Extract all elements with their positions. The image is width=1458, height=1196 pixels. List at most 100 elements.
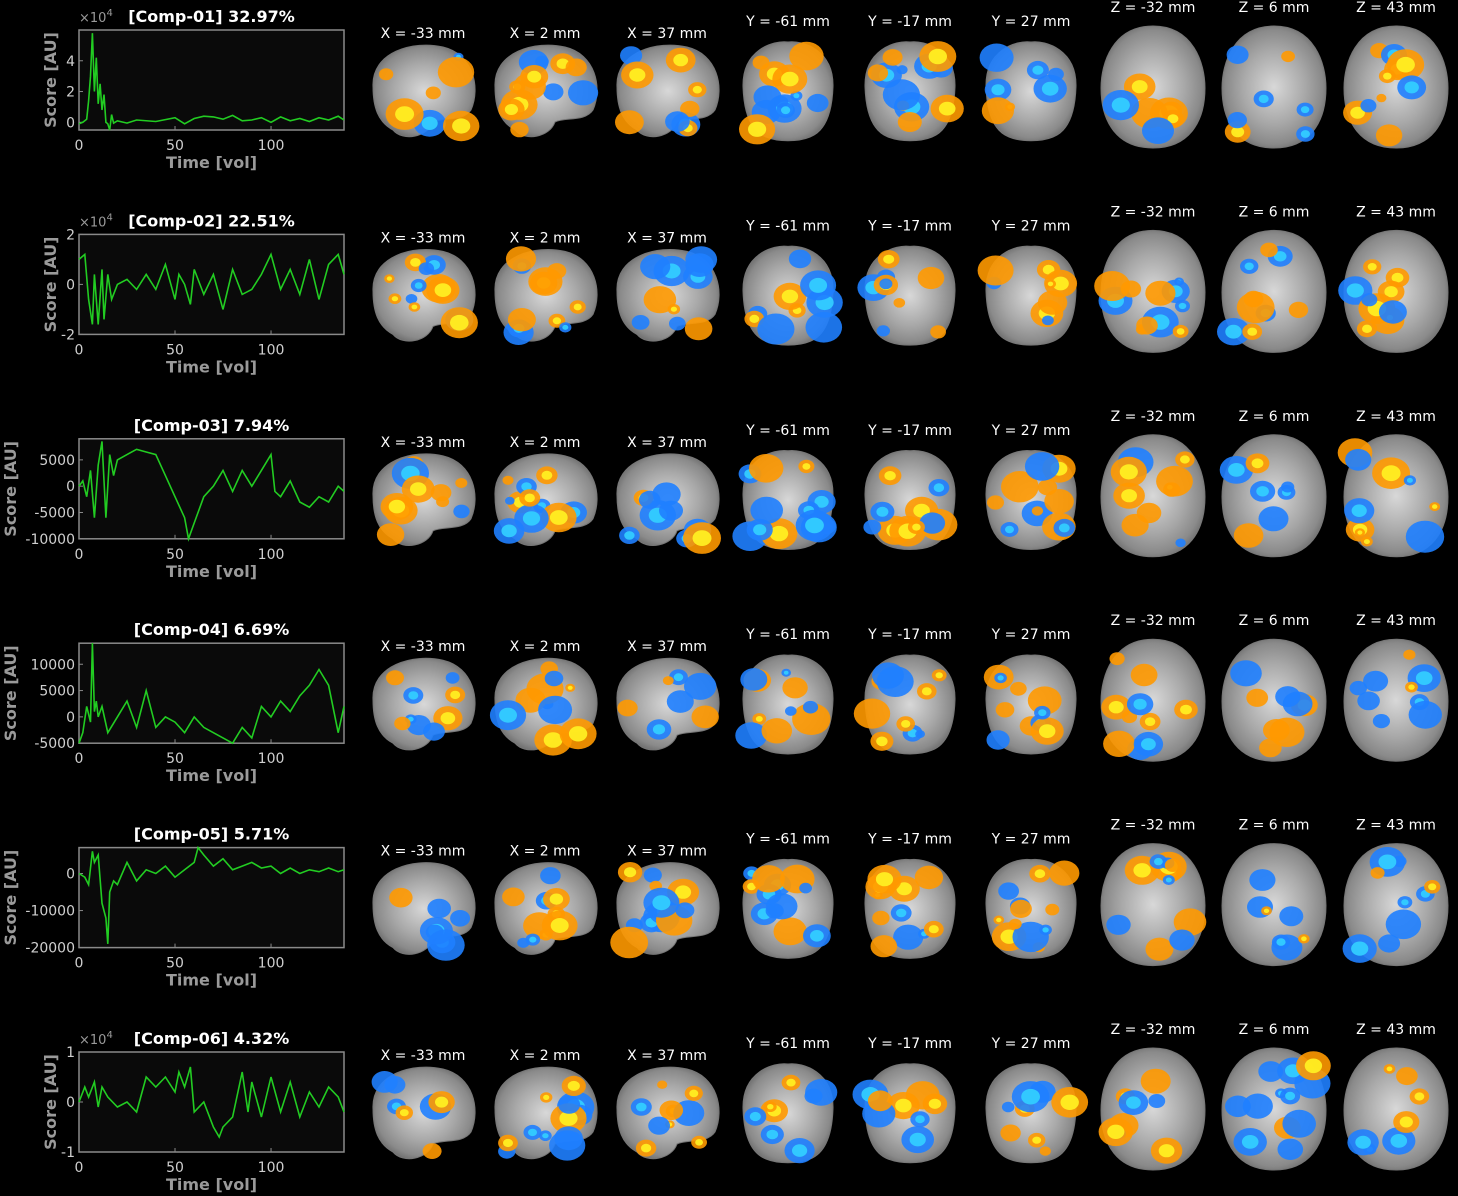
slice-coordinate-label: Y = -61 mm — [745, 14, 830, 30]
slice-coordinate-label: X = 37 mm — [627, 844, 707, 860]
brain-slice-axial: Z = 6 mm — [1221, 818, 1327, 967]
slice-coordinate-label: Z = 43 mm — [1356, 818, 1436, 834]
brain-slice-axial: Z = 43 mm — [1343, 1022, 1449, 1171]
brain-slice-sagittal: X = 2 mm — [494, 1048, 598, 1161]
y-tick-label: 5000 — [39, 684, 75, 700]
slice-coordinate-label: X = 2 mm — [510, 26, 581, 42]
x-tick-label: 100 — [258, 138, 285, 154]
brain-slice-sagittal: X = 2 mm — [489, 639, 598, 756]
x-tick-label: 50 — [166, 547, 184, 563]
brain-slice-axial: Z = 6 mm — [1221, 613, 1327, 762]
series-line — [78, 1066, 345, 1139]
y-tick-label: 4 — [66, 54, 75, 70]
x-tick-label: 100 — [258, 751, 285, 767]
brain-slice-coronal: Y = -17 mm — [857, 218, 956, 346]
series-line — [78, 845, 345, 944]
x-tick-label: 0 — [75, 956, 84, 972]
brain-slice-axial: Z = 6 mm — [1217, 204, 1327, 353]
chart-title: [Comp-02] 22.51% — [128, 211, 295, 230]
y-tick-label: 10000 — [30, 657, 75, 673]
y-axis-label: Score [AU] — [41, 32, 60, 128]
axis-exponent: ×104 — [79, 8, 113, 26]
brain-slice-sagittal: X = 37 mm — [616, 1048, 720, 1160]
brain-slice-axial: Z = 43 mm — [1343, 0, 1449, 149]
brain-slice-sagittal: X = 37 mm — [616, 435, 721, 554]
brain-slice-sagittal: X = 2 mm — [494, 26, 599, 138]
brain-slice-coronal: Y = -17 mm — [864, 832, 956, 959]
slice-coordinate-label: X = -33 mm — [381, 435, 466, 451]
brain-slice-sagittal: X = 2 mm — [494, 230, 598, 345]
x-tick-label: 100 — [258, 956, 285, 972]
brain-slice-coronal: Y = -17 mm — [853, 627, 956, 755]
slice-coordinate-label: X = 2 mm — [510, 435, 581, 451]
brain-slice-coronal: Y = 27 mm — [979, 14, 1077, 142]
slice-coordinate-label: Y = 27 mm — [991, 14, 1071, 30]
y-tick-label: -5000 — [34, 505, 75, 521]
series-line — [78, 441, 345, 542]
x-tick-label: 100 — [258, 1160, 285, 1176]
brain-slice-axial: Z = 6 mm — [1221, 1022, 1331, 1171]
y-tick-label: -10000 — [25, 532, 75, 548]
y-tick-label: -5000 — [34, 736, 75, 752]
slice-coordinate-label: Y = -17 mm — [867, 832, 952, 848]
chart-title: [Comp-05] 5.71% — [134, 825, 289, 844]
brain-slice-coronal: Y = -61 mm — [739, 14, 834, 145]
slice-coordinate-label: Z = 43 mm — [1356, 409, 1436, 425]
x-tick-label: 50 — [166, 956, 184, 972]
slice-coordinate-label: Y = 27 mm — [991, 832, 1071, 848]
slice-coordinate-label: Y = -61 mm — [745, 832, 830, 848]
slice-coordinate-label: X = -33 mm — [381, 26, 466, 42]
chart-title: [Comp-06] 4.32% — [134, 1029, 289, 1048]
brain-slice-sagittal: X = -33 mm — [372, 26, 480, 142]
axis-exponent: ×104 — [79, 212, 113, 230]
brain-slice-sagittal: X = -33 mm — [372, 639, 476, 751]
brain-slice-axial: Z = 6 mm — [1221, 0, 1327, 149]
slice-coordinate-label: Z = 6 mm — [1239, 1022, 1310, 1038]
brain-slice-axial: Z = -32 mm — [1100, 818, 1207, 967]
y-tick-label: 0 — [66, 277, 75, 293]
x-tick-label: 0 — [75, 138, 84, 154]
chart-title: [Comp-01] 32.97% — [128, 7, 295, 26]
slice-coordinate-label: Z = 6 mm — [1239, 409, 1310, 425]
slice-coordinate-label: Z = -32 mm — [1111, 613, 1196, 629]
plot-area — [78, 642, 345, 744]
slice-coordinate-label: X = 37 mm — [627, 1048, 707, 1064]
y-tick-label: -20000 — [25, 941, 75, 957]
brain-slice-sagittal: X = 37 mm — [616, 230, 720, 342]
slice-coordinate-label: Z = 6 mm — [1239, 818, 1310, 834]
slice-coordinate-label: X = -33 mm — [381, 844, 466, 860]
x-tick-label: 50 — [166, 751, 184, 767]
plot-area — [78, 29, 345, 131]
slice-coordinate-label: X = 2 mm — [510, 639, 581, 655]
plot-area — [78, 233, 345, 336]
slice-coordinate-label: Y = 27 mm — [991, 218, 1071, 234]
chart-title: [Comp-04] 6.69% — [134, 620, 289, 639]
brain-slice-coronal: Y = 27 mm — [985, 423, 1077, 551]
brain-slice-axial: Z = -32 mm — [1100, 0, 1206, 149]
brain-slice-axial: Z = 43 mm — [1337, 409, 1449, 558]
x-tick-label: 0 — [75, 1160, 84, 1176]
x-tick-label: 50 — [166, 138, 184, 154]
brain-slice-axial: Z = 6 mm — [1219, 409, 1327, 558]
slice-coordinate-label: Z = 43 mm — [1356, 613, 1436, 629]
x-axis-label: Time [vol] — [166, 562, 257, 581]
slice-coordinate-label: X = -33 mm — [381, 1048, 466, 1064]
brain-slice-axial: Z = 43 mm — [1343, 613, 1449, 762]
chart-title: [Comp-03] 7.94% — [134, 416, 289, 435]
brain-slice-coronal: Y = 27 mm — [985, 832, 1080, 959]
slice-coordinate-label: X = 2 mm — [510, 844, 581, 860]
brain-slice-sagittal: X = -33 mm — [371, 1048, 476, 1160]
slice-coordinate-label: X = -33 mm — [381, 230, 466, 246]
brain-slice-coronal: Y = -61 mm — [742, 832, 834, 959]
slice-coordinate-label: Z = 6 mm — [1239, 0, 1310, 16]
brain-slice-sagittal: X = 37 mm — [610, 844, 720, 959]
brain-slice-axial: Z = -32 mm — [1100, 613, 1206, 762]
brain-slice-coronal: Y = -61 mm — [735, 627, 834, 755]
slice-coordinate-label: Z = -32 mm — [1111, 818, 1196, 834]
slice-coordinate-label: Y = -17 mm — [867, 218, 952, 234]
brain-slice-sagittal: X = -33 mm — [372, 844, 476, 961]
slice-coordinate-label: Z = 6 mm — [1239, 613, 1310, 629]
